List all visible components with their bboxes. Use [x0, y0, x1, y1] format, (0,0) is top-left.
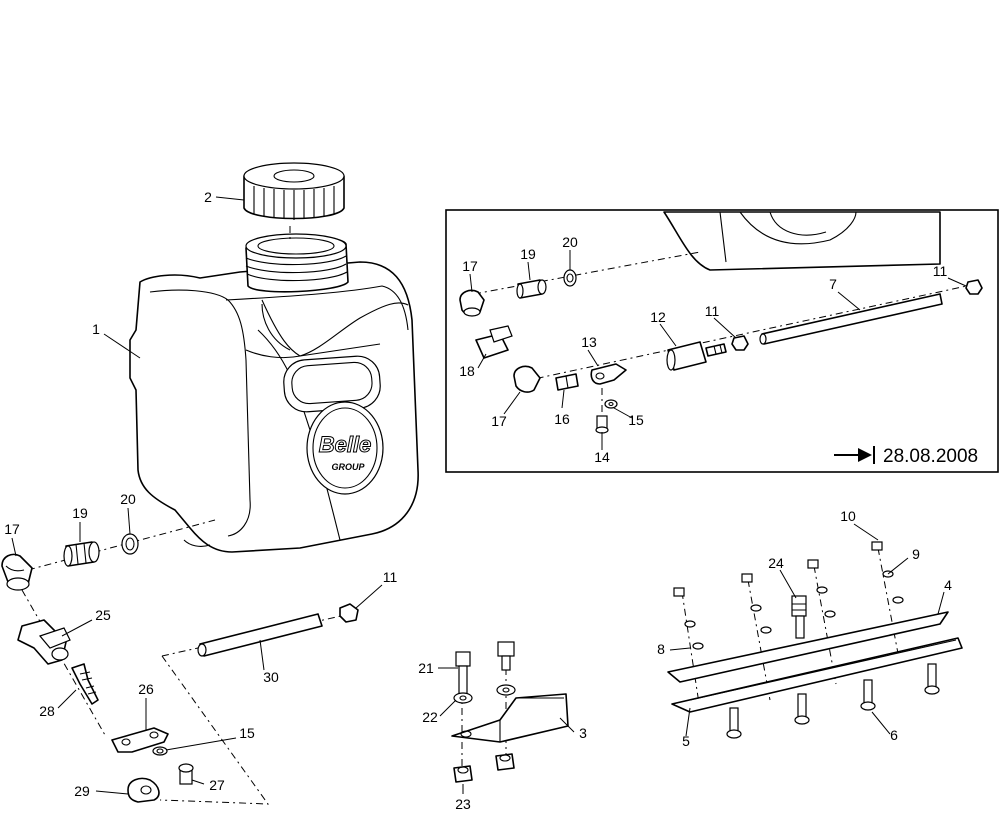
callout-22: 22: [422, 709, 438, 725]
inset-callout-7: 7: [829, 276, 837, 292]
nut-11-left: [339, 603, 359, 623]
elbow-fitting-17: [1, 553, 33, 591]
screw-27: [178, 763, 194, 785]
inset-tap-18: [475, 325, 513, 359]
callout-1: 1: [92, 321, 100, 337]
callout-11: 11: [383, 569, 398, 585]
inset-callout-20: 20: [562, 234, 578, 250]
inset-coupling-12: [666, 341, 727, 371]
callout-10: 10: [840, 508, 856, 524]
callout-25: 25: [95, 607, 111, 623]
callout-29: 29: [74, 783, 90, 799]
mounting-bracket-3: [451, 693, 569, 743]
hose-tail-28: [71, 663, 99, 705]
nuts-10: [673, 541, 883, 597]
callout-6: 6: [890, 727, 898, 743]
spray-bar-5: [671, 637, 963, 713]
callout-8: 8: [657, 641, 665, 657]
inset-callout-13: 13: [581, 334, 597, 350]
bolt-21-a: [455, 651, 471, 695]
callout-2: 2: [204, 189, 212, 205]
inset-callout-11-right: 11: [933, 263, 948, 279]
callout-labels: 2 1 17 19 20 25 28 26 15 29 27 11 30 21 …: [4, 189, 952, 812]
inset-washer-15: [604, 399, 618, 409]
callout-4: 4: [944, 577, 952, 593]
pipe-30: [197, 613, 323, 657]
nut-23-b: [495, 753, 515, 771]
callout-9: 9: [912, 546, 920, 562]
callout-15: 15: [239, 725, 255, 741]
callout-23: 23: [455, 796, 471, 812]
inset-callout-17-lower: 17: [491, 413, 507, 429]
leader-lines: [11, 196, 967, 795]
brand-logo-subtext: GROUP: [331, 462, 365, 472]
inset-nut-11-right: [965, 279, 983, 295]
inset-callout-18: 18: [459, 363, 475, 379]
rivets-6: [726, 663, 940, 739]
inset-elbow-17-lower: [513, 365, 541, 393]
callout-24: 24: [768, 555, 784, 571]
nut-23-a: [453, 765, 473, 783]
callout-26: 26: [138, 681, 154, 697]
tank-cap: [243, 162, 345, 220]
right-arrow-to-bar-icon: [834, 446, 875, 464]
washer-15-left: [152, 746, 168, 756]
detail-inset: 28.08.2008: [445, 209, 999, 473]
washer-22-a: [453, 692, 473, 704]
callout-17: 17: [4, 521, 20, 537]
callout-5: 5: [682, 733, 690, 749]
callout-3: 3: [579, 725, 587, 741]
spray-bar-4: [667, 611, 949, 683]
callout-20: 20: [120, 491, 136, 507]
nozzle-24: [791, 595, 807, 639]
inset-callout-15: 15: [628, 412, 644, 428]
washer-22-b: [496, 684, 516, 696]
brand-logo-text: Belle: [319, 432, 372, 457]
inset-pipe-7: [759, 293, 943, 345]
inset-callout-16: 16: [554, 411, 570, 427]
inset-callout-11-mid: 11: [705, 303, 720, 319]
tap-valve-25: [17, 619, 71, 665]
callout-21: 21: [418, 660, 434, 676]
hose-clip-29: [127, 777, 160, 803]
adapter-fitting-19: [63, 541, 100, 567]
inset-date: 28.08.2008: [883, 446, 978, 467]
inset-callout-12: 12: [650, 309, 666, 325]
inset-callout-17-upper: 17: [462, 258, 478, 274]
callout-27: 27: [209, 777, 225, 793]
inset-eyelet-13: [590, 363, 627, 385]
inset-nut-11-mid: [731, 335, 749, 351]
inset-callout-14: 14: [594, 449, 610, 465]
inset-callout-19: 19: [520, 246, 536, 262]
inset-adapter-19: [516, 279, 547, 299]
seal-ring-20: [121, 533, 139, 555]
callout-30: 30: [263, 669, 279, 685]
bolt-21-b: [497, 641, 515, 671]
inset-seal-20: [563, 269, 577, 287]
inset-elbow-17-upper: [459, 289, 485, 317]
inset-nipple-16: [555, 373, 579, 391]
water-tank: Belle GROUP: [129, 233, 419, 553]
bracket-26: [111, 727, 169, 753]
callout-19: 19: [72, 505, 88, 521]
callout-28: 28: [39, 703, 55, 719]
inset-screw-14: [595, 415, 609, 434]
